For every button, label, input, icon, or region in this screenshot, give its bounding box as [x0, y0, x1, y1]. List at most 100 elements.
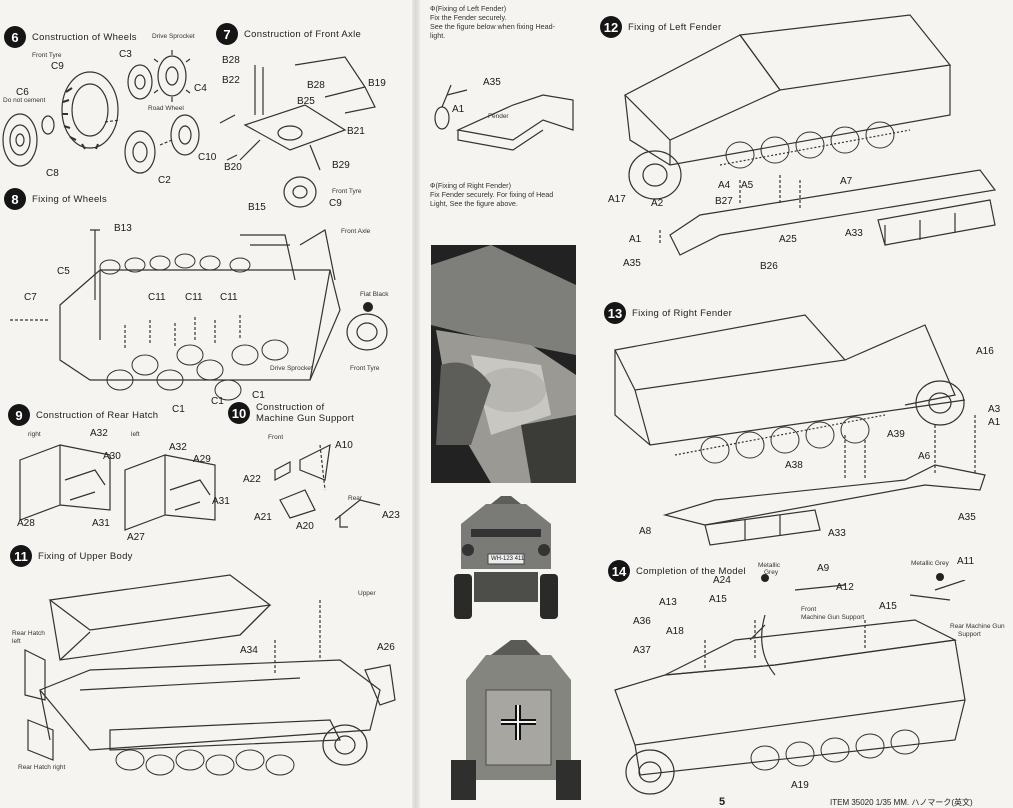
part-label: C7 [24, 292, 37, 303]
step-11-header: 11 Fixing of Upper Body [10, 545, 133, 567]
part-label: A7 [840, 176, 853, 187]
part-label: A30 [103, 451, 121, 462]
part-label: A19 [791, 780, 809, 791]
note-line: See the figure below when fixing Head- [430, 22, 556, 31]
upper-note: Upper [358, 590, 376, 597]
step-number-badge: 9 [8, 404, 30, 426]
part-label: A35 [958, 512, 976, 523]
part-label: A12 [836, 582, 854, 593]
rear-hatch-left-note: left [12, 638, 21, 645]
step-title: Fixing of Wheels [32, 193, 108, 205]
part-label: C9 [329, 198, 342, 209]
part-label: A25 [779, 234, 797, 245]
part-label: A35 [623, 258, 641, 269]
step-number-badge: 14 [608, 560, 630, 582]
part-label: A20 [296, 521, 314, 532]
metallic-grey-note: Metallic Grey [911, 560, 949, 567]
part-label: B15 [248, 202, 266, 213]
part-label: A24 [713, 575, 731, 586]
part-label: A1 [988, 417, 1001, 428]
part-label: B26 [760, 261, 778, 272]
page-fold [412, 0, 420, 808]
part-label: A2 [651, 198, 664, 209]
wheels-drawing [2, 50, 200, 174]
part-label: A16 [976, 346, 994, 357]
black-paint-dot-icon [363, 302, 373, 312]
part-label: B19 [368, 78, 386, 89]
step-title: Construction of [256, 402, 325, 413]
part-label: A5 [741, 180, 754, 191]
rear-mg-support-note: Rear Machine Gun [950, 623, 1005, 630]
part-label: A32 [90, 428, 108, 439]
completed-model-drawing [614, 580, 966, 795]
step-title: Completion of the Model [636, 565, 746, 577]
part-label: A15 [879, 601, 897, 612]
part-label: A6 [918, 451, 931, 462]
part-label: A26 [377, 642, 395, 653]
part-label: A32 [169, 442, 187, 453]
part-label: C6 [16, 87, 29, 98]
note-line: Light, See the figure above. [430, 199, 518, 208]
front-axle-note: Front Axle [341, 228, 371, 235]
front-mg-support-note: Front [801, 606, 817, 613]
part-label: A33 [845, 228, 863, 239]
front-view-image [454, 496, 558, 619]
step-6-header: 6 Construction of Wheels [4, 26, 137, 48]
license-plate: WH-123 411 [491, 556, 525, 562]
front-axle-drawing [219, 56, 376, 171]
drive-sprocket-note: Drive Sprocket [270, 365, 313, 372]
front-tyre-note: Front Tyre [350, 365, 380, 372]
step-8-header: 8 Fixing of Wheels [4, 188, 107, 210]
rear-view-image [451, 640, 581, 800]
step-title: Construction of Rear Hatch [36, 409, 159, 421]
mg-support-drawing [274, 443, 381, 528]
step-12-header: 12 Fixing of Left Fender [600, 16, 721, 38]
part-label: A15 [709, 594, 727, 605]
part-label: A1 [629, 234, 642, 245]
note-line: Fix the Fender securely. [430, 13, 507, 22]
part-label: A27 [127, 532, 145, 543]
step-number-badge: 13 [604, 302, 626, 324]
front-view-photo: WH-123 411 [446, 494, 566, 624]
step-10-header: 10 Construction of Machine Gun Support [228, 402, 354, 424]
rear-hatch-left-note: Rear Hatch [12, 630, 45, 637]
part-label: A18 [666, 626, 684, 637]
part-label: A35 [483, 77, 501, 88]
step-title: Fixing of Right Fender [632, 307, 733, 319]
part-label: B27 [715, 196, 733, 207]
step-title: Construction of Front Axle [244, 28, 362, 40]
part-label: A31 [212, 496, 230, 507]
part-label: A9 [817, 563, 830, 574]
rear-hatch-drawing [19, 444, 216, 531]
part-label: A28 [17, 518, 35, 529]
part-label: B25 [297, 96, 315, 107]
right-fender-drawing [614, 314, 986, 546]
part-label: A8 [639, 526, 652, 537]
part-label: B29 [332, 160, 350, 171]
part-label: A33 [828, 528, 846, 539]
metallic-grey-paint-icon [936, 573, 944, 581]
front-tyre-note: Front Tyre [332, 188, 362, 195]
left-note: left [131, 431, 140, 438]
part-label: C4 [194, 83, 207, 94]
step-title: Construction of Wheels [32, 31, 137, 43]
step-number-badge: 11 [10, 545, 32, 567]
part-label: C1 [211, 396, 224, 407]
step-number-badge: 6 [4, 26, 26, 48]
front-tyre-note: Front Tyre [32, 52, 62, 59]
part-label: C11 [220, 292, 238, 303]
part-label: B22 [222, 75, 240, 86]
part-label: C11 [148, 292, 166, 303]
front-mg-support-note: Machine Gun Support [801, 614, 865, 621]
flat-black-note: Flat Black [360, 291, 389, 298]
upper-body-drawing [24, 574, 396, 776]
step-title: Machine Gun Support [256, 413, 355, 424]
rear-view-photo [446, 640, 586, 805]
right-fender-note: Ф(Fixing of Right Fender) Fix Fender sec… [430, 181, 590, 208]
part-label: B20 [224, 162, 242, 173]
closeup-photo [431, 245, 576, 483]
left-fender-note: Ф(Fixing of Left Fender) Fix the Fender … [430, 4, 590, 40]
note-line: light. [430, 31, 446, 40]
step-14-header: 14 Completion of the Model [608, 560, 746, 582]
part-label: A23 [382, 510, 400, 521]
